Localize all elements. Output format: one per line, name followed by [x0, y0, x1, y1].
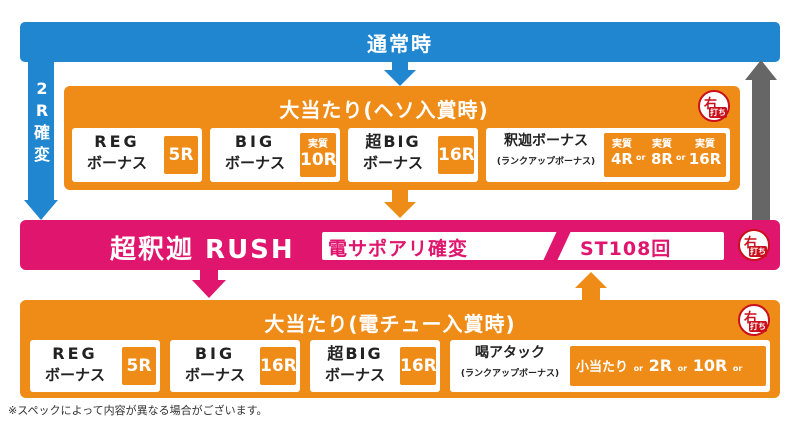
shaka-option-2-value: 8R: [651, 150, 673, 168]
lower-right-shoot-icon: 右 打ち: [738, 304, 770, 336]
upper-jackpot-panel: 大当たり(ヘソ入賞時) 右 打ち REG ボーナス 5R BIG ボーナス 実質…: [64, 86, 740, 190]
left-blue-connector: [28, 55, 54, 205]
lower-card-katsu-line1: 喝アタック: [475, 345, 545, 361]
upper-card-shaka-bonus: 釈迦ボーナス (ランクアップボーナス) 実質 4R or 実質 8R or 実質…: [486, 128, 730, 182]
upper-card-super-big-badge: 16R: [438, 136, 475, 174]
upper-panel-title: 大当たり(ヘソ入賞時): [279, 98, 489, 122]
shaka-option-3: 実質 16R: [688, 135, 722, 168]
upper-card-big-badge: 実質 10R: [300, 133, 337, 177]
right-shoot-icon: 右 打ち: [698, 90, 730, 122]
shaka-or-1: or: [636, 153, 646, 162]
orange-up-arrow-head: [575, 272, 607, 288]
upper-card-reg-line2: ボーナス: [86, 154, 147, 172]
upper-card-shaka-line1: 釈迦ボーナス: [504, 133, 588, 149]
footnote: ※スペックによって内容が異なる場合がございます。: [8, 404, 268, 417]
left-label-1: 2: [36, 79, 48, 98]
lower-card-katsu-line2: (ランクアップボーナス): [460, 369, 560, 379]
katsu-or-2: or: [677, 364, 688, 373]
upper-super-big-badge-value: 16R: [438, 145, 475, 165]
shaka-option-1: 実質 4R: [608, 135, 636, 168]
upper-card-super-big: 超BIG ボーナス 16R: [348, 128, 478, 182]
left-blue-arrow-head: [24, 200, 58, 220]
shaka-or-2: or: [676, 153, 686, 162]
lower-card-big-line1: BIG: [194, 344, 236, 363]
gray-up-arrow-head: [745, 60, 777, 80]
katsu-option-1: 2R: [648, 356, 673, 375]
left-label-2: R: [35, 101, 49, 120]
blue-down-arrow-shaft: [392, 60, 408, 72]
upper-card-big-line1: BIG: [234, 132, 276, 151]
upper-card-shaka-options: 実質 4R or 実質 8R or 実質 16R: [604, 133, 726, 177]
lower-panel-title: 大当たり(電チュー入賞時): [264, 312, 516, 336]
shaka-option-1-value: 4R: [611, 150, 633, 168]
lower-card-big-line2: ボーナス: [184, 366, 245, 384]
flow-arrows: [24, 55, 777, 300]
normal-state-bar: 通常時: [20, 22, 780, 62]
shaka-option-3-top: 実質: [695, 139, 715, 150]
lower-card-super-big-badge: 16R: [400, 347, 437, 385]
shaka-option-2-top: 実質: [652, 139, 672, 150]
lower-card-katsu-options: 小当たり or 2R or 10R or 16R: [570, 346, 766, 418]
shaka-option-1-top: 実質: [612, 139, 632, 150]
katsu-option-3: 16R: [570, 399, 605, 418]
lower-card-big-badge: 16R: [260, 347, 297, 385]
lower-right-shoot-icon-sub: 打ち: [749, 321, 767, 332]
lower-big-badge-value: 16R: [260, 356, 297, 376]
lower-card-reg-line2: ボーナス: [44, 366, 105, 384]
lower-reg-badge-value: 5R: [126, 356, 152, 376]
magenta-down-arrow-head: [192, 280, 226, 298]
rush-right-shoot-icon-sub: 打ち: [749, 246, 767, 257]
upper-card-reg-badge: 5R: [164, 136, 198, 174]
normal-state-label: 通常時: [367, 31, 433, 56]
blue-down-arrow-head: [384, 70, 416, 86]
lower-card-super-big: 超BIG ボーナス 16R: [310, 340, 440, 392]
lower-card-big: BIG ボーナス 16R: [170, 340, 300, 392]
orange-down-arrow-head: [384, 202, 416, 218]
lower-card-reg: REG ボーナス 5R: [30, 340, 160, 392]
orange-up-arrow-shaft: [582, 286, 600, 300]
upper-reg-badge-value: 5R: [168, 145, 194, 165]
upper-card-reg: REG ボーナス 5R: [72, 128, 202, 182]
rush-subtitle-box: 電サポアリ確変 ST108回: [322, 230, 724, 262]
right-shoot-icon-sub: 打ち: [709, 107, 727, 118]
rush-right-shoot-icon: 右 打ち: [738, 229, 770, 261]
left-connector-label: 2 R 確 変: [31, 78, 53, 166]
upper-card-super-big-line1: 超BIG: [365, 132, 421, 151]
rush-sub-a: 電サポアリ確変: [328, 238, 469, 260]
upper-card-big: BIG ボーナス 実質 10R: [210, 128, 340, 182]
left-label-4: 変: [33, 145, 50, 164]
upper-card-big-line2: ボーナス: [224, 154, 285, 172]
gray-up-arrow-shaft: [752, 78, 770, 220]
lower-super-big-badge-value: 16R: [400, 356, 437, 376]
orange-down-arrow-shaft: [392, 188, 408, 204]
katsu-small-hit: 小当たり: [576, 360, 629, 375]
left-label-3: 確: [33, 123, 50, 142]
katsu-or-1: or: [633, 364, 644, 373]
katsu-option-2: 10R: [692, 356, 728, 375]
rush-title: 超釈迦 RUSH: [110, 235, 295, 265]
magenta-down-arrow-shaft: [200, 268, 218, 282]
lower-card-reg-line1: REG: [52, 344, 98, 363]
lower-card-super-big-line1: 超BIG: [327, 344, 383, 363]
shaka-option-3-value: 16R: [688, 150, 722, 168]
lower-card-super-big-line2: ボーナス: [324, 366, 385, 384]
shaka-option-2: 実質 8R: [648, 135, 676, 168]
lower-card-reg-badge: 5R: [122, 347, 156, 385]
upper-card-reg-line1: REG: [94, 132, 140, 151]
upper-card-shaka-line2: (ランクアップボーナス): [496, 157, 596, 167]
upper-card-super-big-line2: ボーナス: [362, 154, 423, 172]
upper-big-badge-top: 実質: [308, 139, 328, 150]
katsu-or-3: or: [732, 364, 743, 373]
lower-jackpot-panel: 大当たり(電チュー入賞時) 右 打ち REG ボーナス 5R BIG ボーナス …: [20, 300, 780, 418]
upper-big-badge-value: 10R: [300, 150, 337, 170]
rush-sub-b: ST108回: [580, 238, 672, 260]
rush-slash: [542, 230, 572, 262]
lower-card-katsu-attack: 喝アタック (ランクアップボーナス) 小当たり or 2R or 10R or …: [450, 340, 770, 418]
